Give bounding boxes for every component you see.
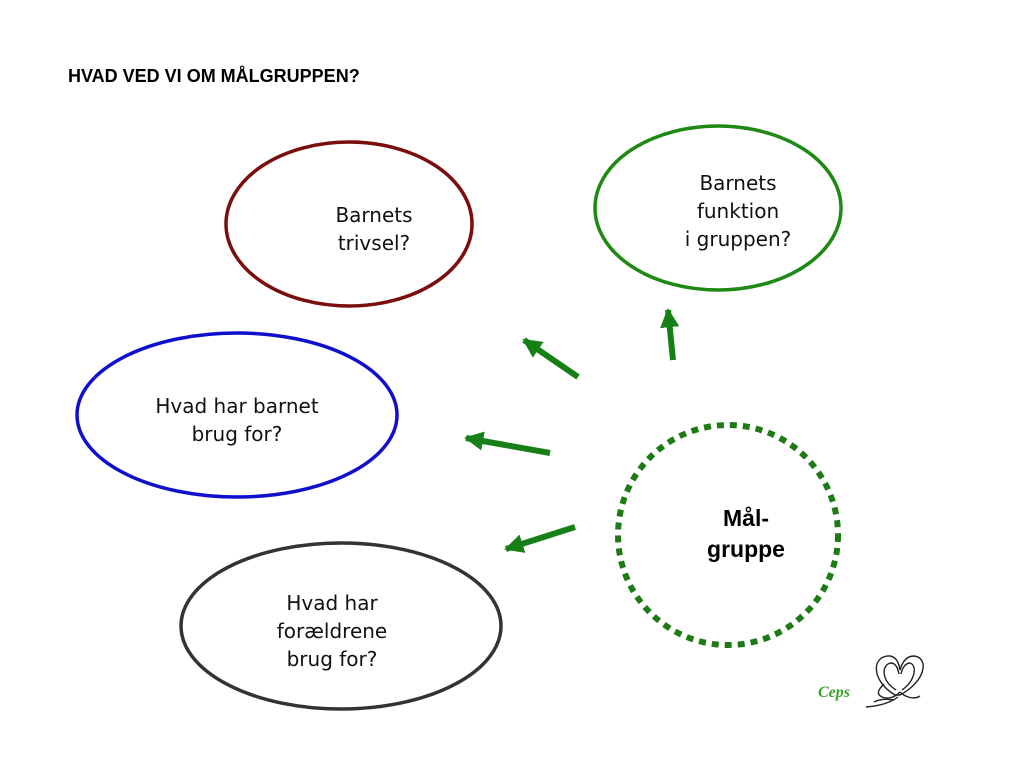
- bubble-trivsel-line: Barnets: [335, 203, 413, 227]
- center-circle-outline: [615, 422, 841, 648]
- bubble-barnet-brug-outline: [75, 331, 399, 499]
- center-label-line: Mål-: [723, 505, 769, 531]
- heart-flower-icon: [865, 655, 924, 708]
- bubble-foraeldrene-brug-text: Hvad har forældrene brug for?: [232, 589, 432, 673]
- bubble-funktion-line: funktion: [696, 199, 780, 223]
- bubble-funktion-outline: [593, 124, 843, 292]
- bubble-foraeldrene-brug-line: Hvad har: [286, 591, 378, 615]
- bubble-foraeldrene-brug-outline: [179, 541, 503, 711]
- bubble-trivsel-text: Barnets trivsel?: [274, 201, 474, 257]
- bubble-funktion-line: Barnets: [699, 171, 777, 195]
- bubble-funktion-line: i gruppen?: [684, 227, 792, 251]
- logo-text: Ceps: [818, 684, 850, 701]
- arrow-to-barnet-brug: [464, 431, 551, 456]
- center-label: Mål- gruppe: [676, 503, 816, 565]
- page-title: HVAD VED VI OM MÅLGRUPPEN?: [68, 66, 360, 86]
- arrow-to-trivsel: [522, 337, 580, 380]
- bubble-barnet-brug-line: brug for?: [191, 422, 283, 446]
- bubble-trivsel-outline: [224, 140, 474, 308]
- center-label-line: gruppe: [707, 536, 785, 562]
- bubble-barnet-brug-text: Hvad har barnet brug for?: [127, 392, 347, 448]
- bubble-foraeldrene-brug-line: forældrene: [276, 619, 388, 643]
- bubble-funktion-text: Barnets funktion i gruppen?: [638, 169, 838, 253]
- bubble-trivsel-line: trivsel?: [337, 231, 411, 255]
- bubble-barnet-brug-line: Hvad har barnet: [155, 394, 319, 418]
- arrow-to-foraeldrene-brug: [504, 524, 576, 553]
- arrow-to-funktion: [660, 308, 680, 361]
- bubble-foraeldrene-brug-line: brug for?: [286, 647, 378, 671]
